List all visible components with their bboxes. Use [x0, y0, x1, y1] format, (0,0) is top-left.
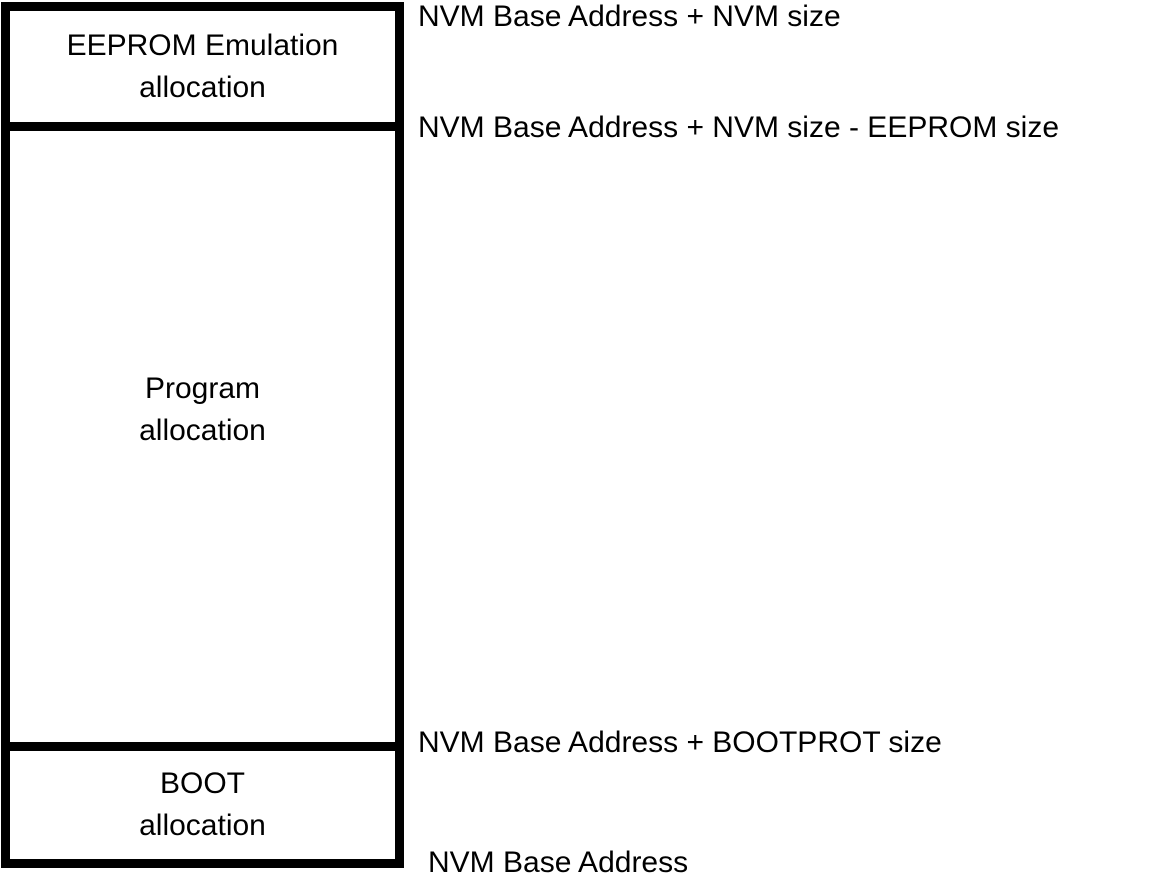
address-label-nvm-top: NVM Base Address + NVM size: [418, 0, 841, 33]
block-label-line: allocation: [139, 809, 266, 842]
block-label-line: BOOT: [159, 767, 245, 800]
address-label-bootprot-end: NVM Base Address + BOOTPROT size: [418, 726, 942, 759]
memory-column: EEPROM Emulation allocation Program allo…: [1, 2, 404, 868]
address-label-nvm-base: NVM Base Address: [428, 846, 689, 879]
block-label-line: allocation: [139, 413, 266, 447]
block-label-line: allocation: [139, 70, 266, 104]
block-divider: [10, 742, 395, 751]
block-eeprom-emulation: EEPROM Emulation allocation: [10, 11, 395, 122]
block-divider: [10, 122, 395, 131]
block-label-line: Program: [144, 371, 261, 405]
block-program: Program allocation: [10, 131, 395, 742]
address-label-eeprom-start: NVM Base Address + NVM size - EEPROM siz…: [418, 111, 1060, 144]
block-label-line: EEPROM Emulation: [66, 28, 339, 62]
block-boot: BOOT allocation: [10, 751, 395, 859]
